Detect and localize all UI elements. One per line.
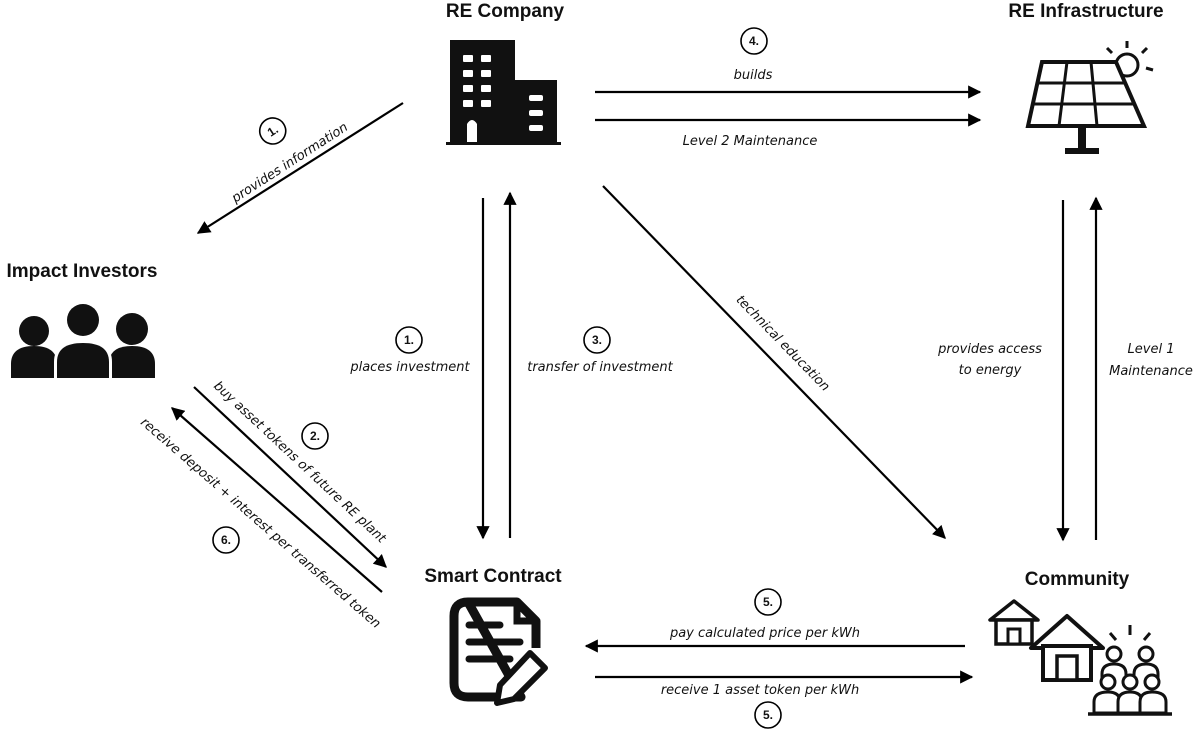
label-transfer-of-investment: transfer of investment bbox=[527, 360, 673, 375]
arrow-buy-asset-tokens bbox=[193, 386, 387, 568]
contract-document-icon bbox=[449, 597, 548, 706]
solar-panel-icon bbox=[1025, 41, 1154, 154]
step-number-places-investment: 1. bbox=[404, 333, 414, 347]
label-builds: builds bbox=[734, 68, 773, 83]
step-badge-transfer-of-investment bbox=[583, 326, 611, 354]
houses-and-crowd-icon bbox=[988, 599, 1172, 716]
step-badge-provides-information bbox=[258, 117, 287, 145]
label-buy-asset-tokens: buy asset tokens of future RE plant bbox=[210, 379, 389, 547]
label-group-provides-information: 1. bbox=[258, 117, 287, 145]
arrow-provides-information bbox=[196, 102, 404, 234]
step-badge-pay-price bbox=[754, 588, 782, 616]
node-title-community: Community bbox=[1025, 569, 1130, 590]
label-group-receive-deposit: 6. bbox=[212, 526, 240, 554]
label-level2-maintenance: Level 2 Maintenance bbox=[683, 134, 818, 149]
label-receive-token: receive 1 asset token per kWh bbox=[661, 683, 859, 698]
office-building-icon bbox=[446, 40, 561, 145]
step-number-buy-asset-tokens: 2. bbox=[310, 429, 320, 443]
label-level1-line1: Level 1 bbox=[1128, 342, 1175, 357]
step-badge-receive-deposit bbox=[212, 526, 240, 554]
label-technical-education: technical education bbox=[733, 293, 833, 395]
label-level1-line2: Maintenance bbox=[1109, 364, 1193, 379]
node-title-smart-contract: Smart Contract bbox=[424, 566, 562, 587]
label-provides-information: provides information bbox=[228, 120, 350, 207]
step-badge-places-investment bbox=[395, 326, 423, 354]
step-number-transfer-of-investment: 3. bbox=[592, 333, 602, 347]
node-title-impact-investors: Impact Investors bbox=[7, 261, 158, 282]
label-provides-access-line2: to energy bbox=[959, 363, 1022, 378]
arrow-receive-deposit bbox=[171, 407, 383, 593]
step-number-receive-token: 5. bbox=[763, 708, 773, 722]
label-receive-deposit: receive deposit + interest per transferr… bbox=[137, 415, 383, 632]
step-badge-buy-asset-tokens bbox=[301, 422, 329, 450]
step-badge-builds bbox=[740, 27, 768, 55]
label-group-buy-asset-tokens: 2. bbox=[301, 422, 329, 450]
step-number-receive-deposit: 6. bbox=[221, 533, 231, 547]
label-provides-access-line1: provides access bbox=[937, 342, 1042, 357]
label-pay-price: pay calculated price per kWh bbox=[669, 626, 860, 641]
label-places-investment: places investment bbox=[349, 360, 470, 375]
step-number-pay-price: 5. bbox=[763, 595, 773, 609]
node-title-re-company: RE Company bbox=[446, 1, 565, 22]
step-badge-receive-token bbox=[754, 701, 782, 729]
arrow-technical-education bbox=[602, 185, 946, 539]
step-number-builds: 4. bbox=[749, 34, 759, 48]
group-of-people-icon bbox=[11, 301, 155, 378]
node-title-re-infrastructure: RE Infrastructure bbox=[1008, 1, 1163, 22]
